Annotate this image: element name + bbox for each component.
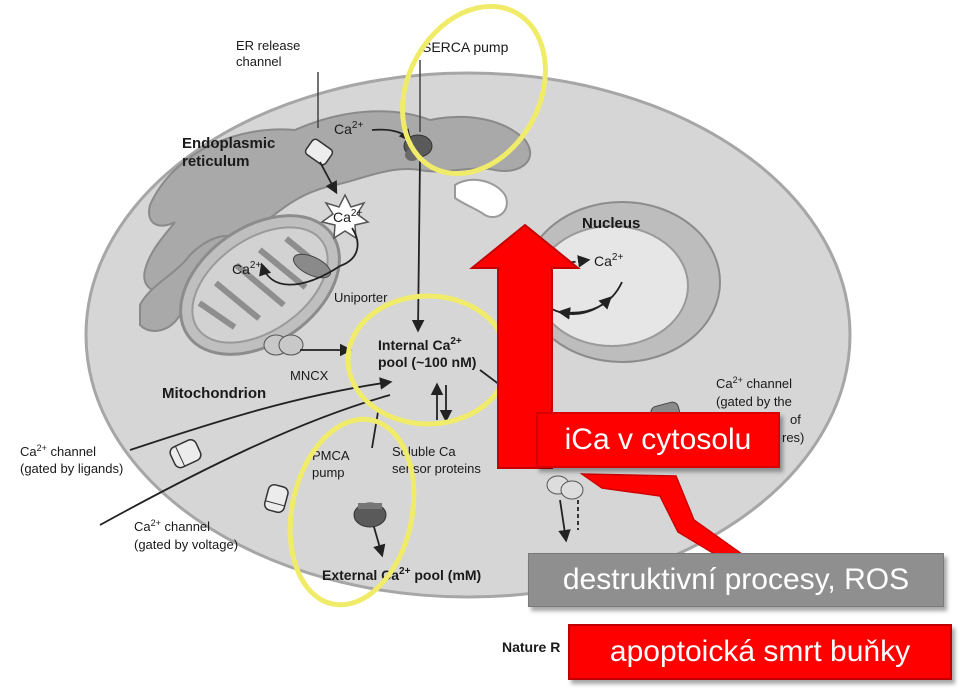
- pmca-line1: PMCA: [312, 448, 350, 463]
- pmca-highlight-ring: [287, 416, 417, 608]
- ca-channel-ligands-line2: (gated by ligands): [20, 461, 123, 476]
- internal-pool-label-2: pool (~100 nM): [378, 354, 476, 370]
- uniporter-label: Uniporter: [334, 290, 388, 305]
- internal-pool-sup: 2+: [450, 336, 462, 347]
- nucleus-label: Nucleus: [582, 215, 640, 232]
- ca-channel-ligands-label: Ca2+ channel (gated by ligands): [20, 443, 123, 476]
- mncx-shape: [263, 334, 304, 356]
- ca-channel-right-sup: 2+: [733, 375, 743, 385]
- ca-star-text: Ca: [333, 209, 351, 225]
- er-label-line1: Endoplasmic: [182, 135, 275, 152]
- mitochondrion-label: Mitochondrion: [162, 385, 266, 402]
- ca-channel-voltage-line2: (gated by voltage): [134, 537, 238, 552]
- destructive-processes-text: destruktivní procesy, ROS: [562, 563, 910, 596]
- voltage-gated-channel: [263, 483, 289, 514]
- serca-highlight-ring: [400, 3, 548, 177]
- internal-pool-label-1: Internal Ca2+: [378, 336, 462, 353]
- external-pool-text: External Ca: [322, 567, 399, 583]
- ligand-gated-channel: [169, 439, 202, 469]
- ca-channel-right-line2: (gated by the: [716, 394, 792, 409]
- er-label: Endoplasmic reticulum: [182, 135, 280, 170]
- pmca-label: PMCA pump: [312, 448, 352, 480]
- external-pool-rest: pool (mM): [410, 567, 481, 583]
- apoptosis-callout: apoptoická smrt buňky: [568, 624, 952, 680]
- ica-cytosol-callout: iCa v cytosolu: [536, 412, 780, 468]
- serca-label: SERCA pump: [422, 39, 509, 55]
- ca-channel-ligands-ca: Ca: [20, 444, 37, 459]
- soluble-sensor-line2: sensor proteins: [392, 461, 481, 476]
- ca-er-text: Ca: [334, 121, 352, 137]
- er-release-label: ER release channel: [236, 38, 304, 69]
- ca-er-label: Ca2+: [334, 120, 363, 137]
- ca-star-sup: 2+: [351, 208, 363, 219]
- ica-cytosol-text: iCa v cytosolu: [564, 423, 752, 456]
- ca-channel-right-ca: Ca: [716, 376, 733, 391]
- ca-star-label: Ca2+: [333, 208, 362, 225]
- er-label-line2: reticulum: [182, 153, 250, 170]
- ca-channel-ligands-word: channel: [47, 444, 96, 459]
- ca-er-sup: 2+: [352, 120, 364, 131]
- ca-nucleus-sup: 2+: [612, 252, 624, 263]
- er-release-line1: ER release: [236, 38, 300, 53]
- external-pool-label: External Ca2+ pool (mM): [322, 566, 481, 583]
- apoptosis-text: apoptoická smrt buňky: [609, 635, 911, 668]
- ca-mito-label: Ca2+: [232, 260, 261, 277]
- ca-channel-voltage-sup: 2+: [151, 518, 161, 528]
- ca-channel-ligands-sup: 2+: [37, 443, 47, 453]
- ca-mito-text: Ca: [232, 261, 250, 277]
- nature-credit: Nature R: [502, 639, 560, 655]
- destructive-processes-callout: destruktivní procesy, ROS: [528, 553, 944, 607]
- red-up-arrow: [469, 223, 581, 469]
- pmca-line2: pump: [312, 465, 345, 480]
- sensor-channel-shape: [546, 475, 584, 500]
- er-release-line2: channel: [236, 54, 282, 69]
- uniporter-shape: [292, 253, 332, 279]
- ca-channel-right-label: Ca2+ channel (gated by the of res): [716, 375, 804, 445]
- pmca-pump-shape: [353, 502, 387, 528]
- ca-channel-voltage-ca: Ca: [134, 519, 151, 534]
- er-upper-fold: [454, 178, 508, 218]
- ca-mito-sup: 2+: [250, 260, 262, 271]
- mncx-label: MNCX: [290, 368, 329, 383]
- ca-star-shape: [320, 193, 370, 240]
- mitochondrion-shape: [179, 214, 341, 356]
- er-release-channel: [304, 138, 334, 166]
- internal-pool-text: Internal Ca: [378, 337, 451, 353]
- external-pool-sup: 2+: [399, 566, 411, 577]
- ca-channel-right-line3: of: [790, 412, 801, 427]
- ca-channel-right-line4: res): [782, 430, 804, 445]
- ca-nucleus-label: Ca2+: [594, 252, 623, 269]
- ca-channel-voltage-word: channel: [161, 519, 210, 534]
- ca-channel-right-word: channel: [743, 376, 792, 391]
- ca-channel-voltage-label: Ca2+ channel (gated by voltage): [134, 518, 238, 552]
- ca-nucleus-text: Ca: [594, 253, 612, 269]
